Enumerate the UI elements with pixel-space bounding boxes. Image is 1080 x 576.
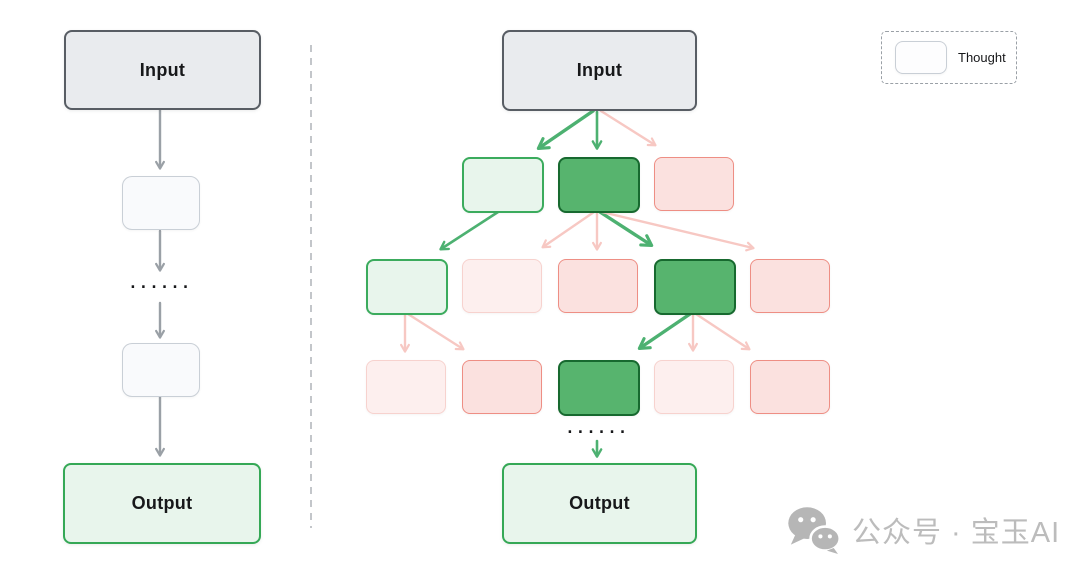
thought-node — [750, 259, 830, 313]
thought-node — [558, 157, 640, 213]
watermark: 公众号 · 宝玉AI — [786, 502, 1060, 558]
wechat-icon — [788, 507, 841, 554]
thought-node — [462, 157, 544, 213]
thought-node — [366, 360, 446, 414]
thought-node — [654, 259, 736, 315]
thought-swatch — [895, 41, 947, 74]
panel-divider — [310, 45, 312, 528]
thought-node — [654, 157, 734, 211]
chain-output-box: Output — [63, 463, 261, 544]
tree-input-box: Input — [502, 30, 697, 111]
ellipsis: ...... — [565, 419, 629, 437]
thought-node — [558, 259, 638, 313]
legend: Thought — [881, 31, 1017, 84]
watermark-text: 公众号 · 宝玉AI — [852, 517, 1061, 549]
thought-node — [122, 343, 200, 397]
thought-node — [366, 259, 448, 315]
legend-label: Thought — [958, 50, 1006, 65]
thought-node — [122, 176, 200, 230]
thought-node — [654, 360, 734, 414]
thought-node — [462, 259, 542, 313]
tree-output-box: Output — [502, 463, 697, 544]
thought-node — [750, 360, 830, 414]
chain-input-box: Input — [64, 30, 261, 110]
thought-node — [558, 360, 640, 416]
thought-node — [462, 360, 542, 414]
ellipsis: ...... — [128, 274, 192, 292]
